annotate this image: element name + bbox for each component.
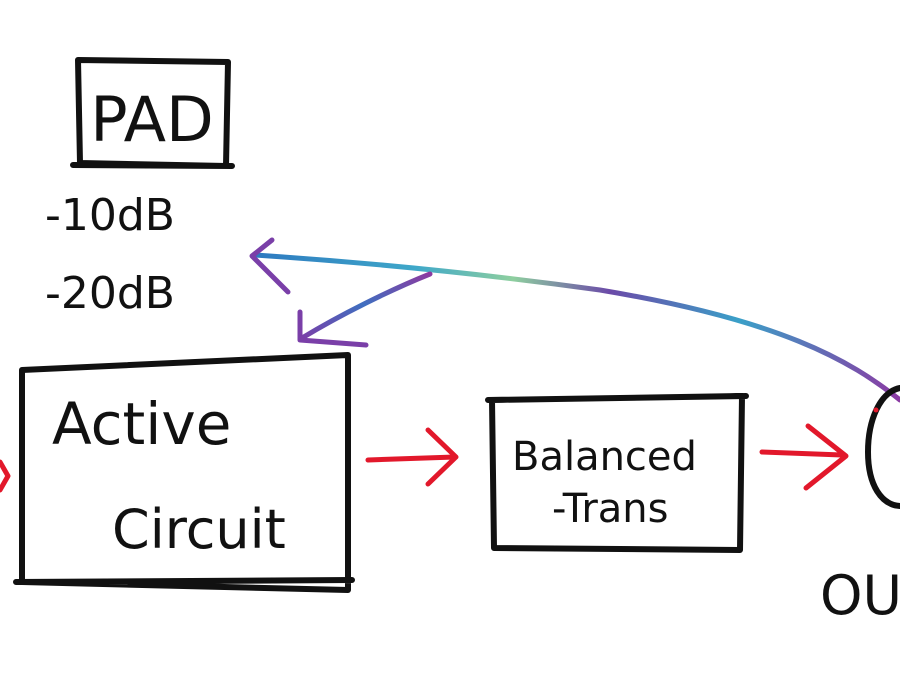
input-arrow-tip (0, 459, 11, 493)
signal-arrow-1-head (425, 427, 459, 487)
pad-arrow-short-head (297, 309, 369, 348)
signal-arrow-2 (759, 423, 849, 491)
pad-arrow-long (252, 252, 900, 403)
balanced-trans-line2: -Trans (552, 486, 668, 532)
pad-control-arrows (249, 237, 900, 403)
active-circuit-block: Active Circuit (13, 352, 355, 593)
signal-arrow-1-shaft (365, 454, 458, 463)
signal-arrow-1 (365, 427, 459, 487)
pad-arrow-short (299, 271, 433, 341)
pad-option-20db: -20dB (45, 268, 175, 319)
pad-block: PAD (70, 57, 235, 169)
pad-option-10db: -10dB (45, 190, 175, 241)
output-circle-outline (865, 385, 900, 509)
balanced-trans-line1: Balanced (512, 434, 697, 480)
output-marker-dot (873, 407, 879, 413)
output-label: OU (820, 564, 900, 627)
pad-arrow-long-head (249, 237, 291, 295)
pad-box-outline (70, 57, 235, 169)
output-block: OU (820, 385, 900, 627)
signal-arrow-2-shaft (759, 449, 845, 458)
active-circuit-line1: Active (52, 390, 231, 458)
balanced-trans-block: Balanced -Trans (485, 393, 749, 553)
signal-arrow-2-head (803, 423, 849, 491)
balanced-trans-outline (485, 393, 749, 553)
pad-label: PAD (90, 83, 214, 156)
active-circuit-line2: Circuit (112, 498, 286, 561)
active-circuit-outline (13, 352, 355, 593)
pad-options: -10dB -20dB (45, 190, 175, 319)
